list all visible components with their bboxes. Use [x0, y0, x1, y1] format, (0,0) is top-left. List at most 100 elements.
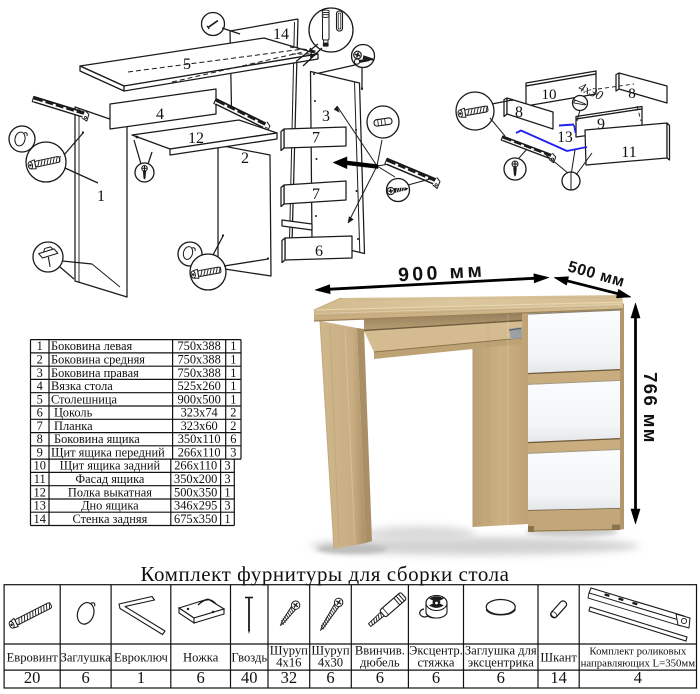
- svg-text:4: 4: [156, 106, 164, 123]
- svg-text:Ножка: Ножка: [183, 650, 219, 664]
- svg-text:3: 3: [224, 472, 230, 486]
- svg-text:14: 14: [34, 512, 46, 526]
- svg-text:1: 1: [97, 188, 105, 205]
- svg-text:Эксцентр.: Эксцентр.: [409, 644, 463, 658]
- svg-text:4: 4: [37, 379, 43, 393]
- svg-text:Евровинт: Евровинт: [7, 650, 59, 664]
- svg-text:Евроключ: Евроключ: [114, 650, 169, 664]
- svg-text:Комплект фурнитуры для сборки: Комплект фурнитуры для сборки стола: [140, 562, 509, 586]
- svg-text:2: 2: [241, 150, 249, 167]
- svg-text:750x388: 750x388: [177, 339, 220, 353]
- svg-text:9: 9: [37, 445, 43, 459]
- svg-text:Щит ящика задний: Щит ящика задний: [60, 459, 161, 473]
- svg-text:3: 3: [37, 366, 43, 380]
- svg-text:Заглушка: Заглушка: [61, 650, 112, 664]
- svg-text:Планка: Планка: [54, 419, 93, 433]
- svg-text:6: 6: [230, 432, 236, 446]
- svg-text:1: 1: [224, 512, 230, 526]
- svg-text:Боковина левая: Боковина левая: [51, 339, 132, 353]
- svg-text:Полка выкатная: Полка выкатная: [68, 485, 152, 499]
- svg-text:1: 1: [230, 366, 236, 380]
- svg-text:6: 6: [497, 668, 505, 687]
- svg-text:Гвоздь: Гвоздь: [231, 650, 267, 664]
- svg-text:Ввинчив.: Ввинчив.: [355, 644, 405, 658]
- svg-text:13: 13: [34, 499, 46, 513]
- svg-text:Столешница: Столешница: [51, 392, 118, 406]
- svg-text:3: 3: [224, 499, 230, 513]
- svg-text:346x295: 346x295: [174, 499, 217, 513]
- svg-text:750x388: 750x388: [177, 366, 220, 380]
- svg-text:9: 9: [597, 116, 605, 133]
- svg-text:266x110: 266x110: [174, 459, 217, 473]
- svg-text:4х30: 4х30: [318, 656, 343, 670]
- svg-text:Шуруп: Шуруп: [311, 644, 349, 658]
- svg-text:1: 1: [137, 668, 145, 687]
- svg-text:стяжка: стяжка: [417, 656, 454, 670]
- svg-text:3: 3: [230, 445, 236, 459]
- svg-text:6: 6: [376, 668, 384, 687]
- svg-text:766 мм: 766 мм: [640, 372, 661, 444]
- svg-text:6: 6: [37, 406, 43, 420]
- svg-text:2: 2: [37, 352, 43, 366]
- svg-text:500 мм: 500 мм: [566, 258, 627, 290]
- svg-text:8: 8: [37, 432, 43, 446]
- svg-text:дюбель: дюбель: [360, 656, 400, 670]
- svg-text:Дно ящика: Дно ящика: [81, 499, 139, 513]
- svg-text:1: 1: [37, 339, 43, 353]
- svg-text:323x60: 323x60: [181, 419, 218, 433]
- svg-text:12: 12: [188, 130, 204, 147]
- svg-text:10: 10: [34, 459, 46, 473]
- svg-text:3: 3: [322, 108, 330, 125]
- svg-text:11: 11: [34, 472, 46, 486]
- svg-text:7: 7: [312, 186, 320, 203]
- svg-text:5: 5: [37, 392, 43, 406]
- svg-text:6: 6: [197, 668, 205, 687]
- svg-text:14: 14: [550, 668, 567, 687]
- svg-text:14: 14: [273, 26, 289, 43]
- svg-text:13: 13: [557, 129, 573, 146]
- svg-text:Вязка стола: Вязка стола: [51, 379, 113, 393]
- svg-text:3: 3: [224, 459, 230, 473]
- svg-text:6: 6: [82, 668, 90, 687]
- svg-text:1: 1: [230, 339, 236, 353]
- svg-text:12: 12: [34, 485, 46, 499]
- svg-text:525x260: 525x260: [177, 379, 220, 393]
- svg-text:6: 6: [315, 243, 323, 260]
- svg-text:8: 8: [515, 104, 523, 121]
- svg-text:5: 5: [183, 56, 191, 73]
- svg-text:266x110: 266x110: [178, 445, 221, 459]
- svg-text:направляющих L=350мм: направляющих L=350мм: [581, 658, 696, 670]
- svg-text:6: 6: [326, 668, 334, 687]
- svg-text:7: 7: [37, 419, 43, 433]
- svg-text:900x500: 900x500: [177, 392, 220, 406]
- svg-text:эксцентрика: эксцентрика: [468, 656, 534, 670]
- svg-text:7: 7: [312, 130, 320, 147]
- svg-text:40: 40: [241, 668, 258, 687]
- svg-text:Щит ящика передний: Щит ящика передний: [51, 445, 165, 459]
- svg-text:1: 1: [230, 392, 236, 406]
- svg-text:Боковина правая: Боковина правая: [51, 366, 139, 380]
- svg-text:6: 6: [432, 668, 440, 687]
- svg-text:1: 1: [230, 379, 236, 393]
- svg-text:Фасад ящика: Фасад ящика: [75, 472, 145, 486]
- svg-text:Заглушка для: Заглушка для: [465, 644, 537, 658]
- svg-text:323x74: 323x74: [181, 406, 218, 420]
- svg-text:20: 20: [24, 668, 41, 687]
- svg-text:2: 2: [230, 419, 236, 433]
- svg-text:Стенка задняя: Стенка задняя: [72, 512, 147, 526]
- svg-text:Боковина ящика: Боковина ящика: [54, 432, 140, 446]
- svg-text:350x110: 350x110: [178, 432, 221, 446]
- svg-text:1: 1: [224, 485, 230, 499]
- svg-text:11: 11: [621, 144, 636, 161]
- svg-text:Боковина средняя: Боковина средняя: [51, 352, 145, 366]
- svg-text:1: 1: [230, 352, 236, 366]
- svg-text:8: 8: [628, 86, 636, 102]
- svg-text:Шуруп: Шуруп: [270, 644, 308, 658]
- svg-text:900 мм: 900 мм: [398, 260, 486, 287]
- svg-text:32: 32: [281, 668, 298, 687]
- svg-text:500x350: 500x350: [174, 485, 217, 499]
- svg-text:350x200: 350x200: [174, 472, 217, 486]
- svg-text:2: 2: [230, 406, 236, 420]
- svg-text:4х16: 4х16: [276, 656, 301, 670]
- svg-text:Комплект роликовых: Комплект роликовых: [589, 646, 686, 658]
